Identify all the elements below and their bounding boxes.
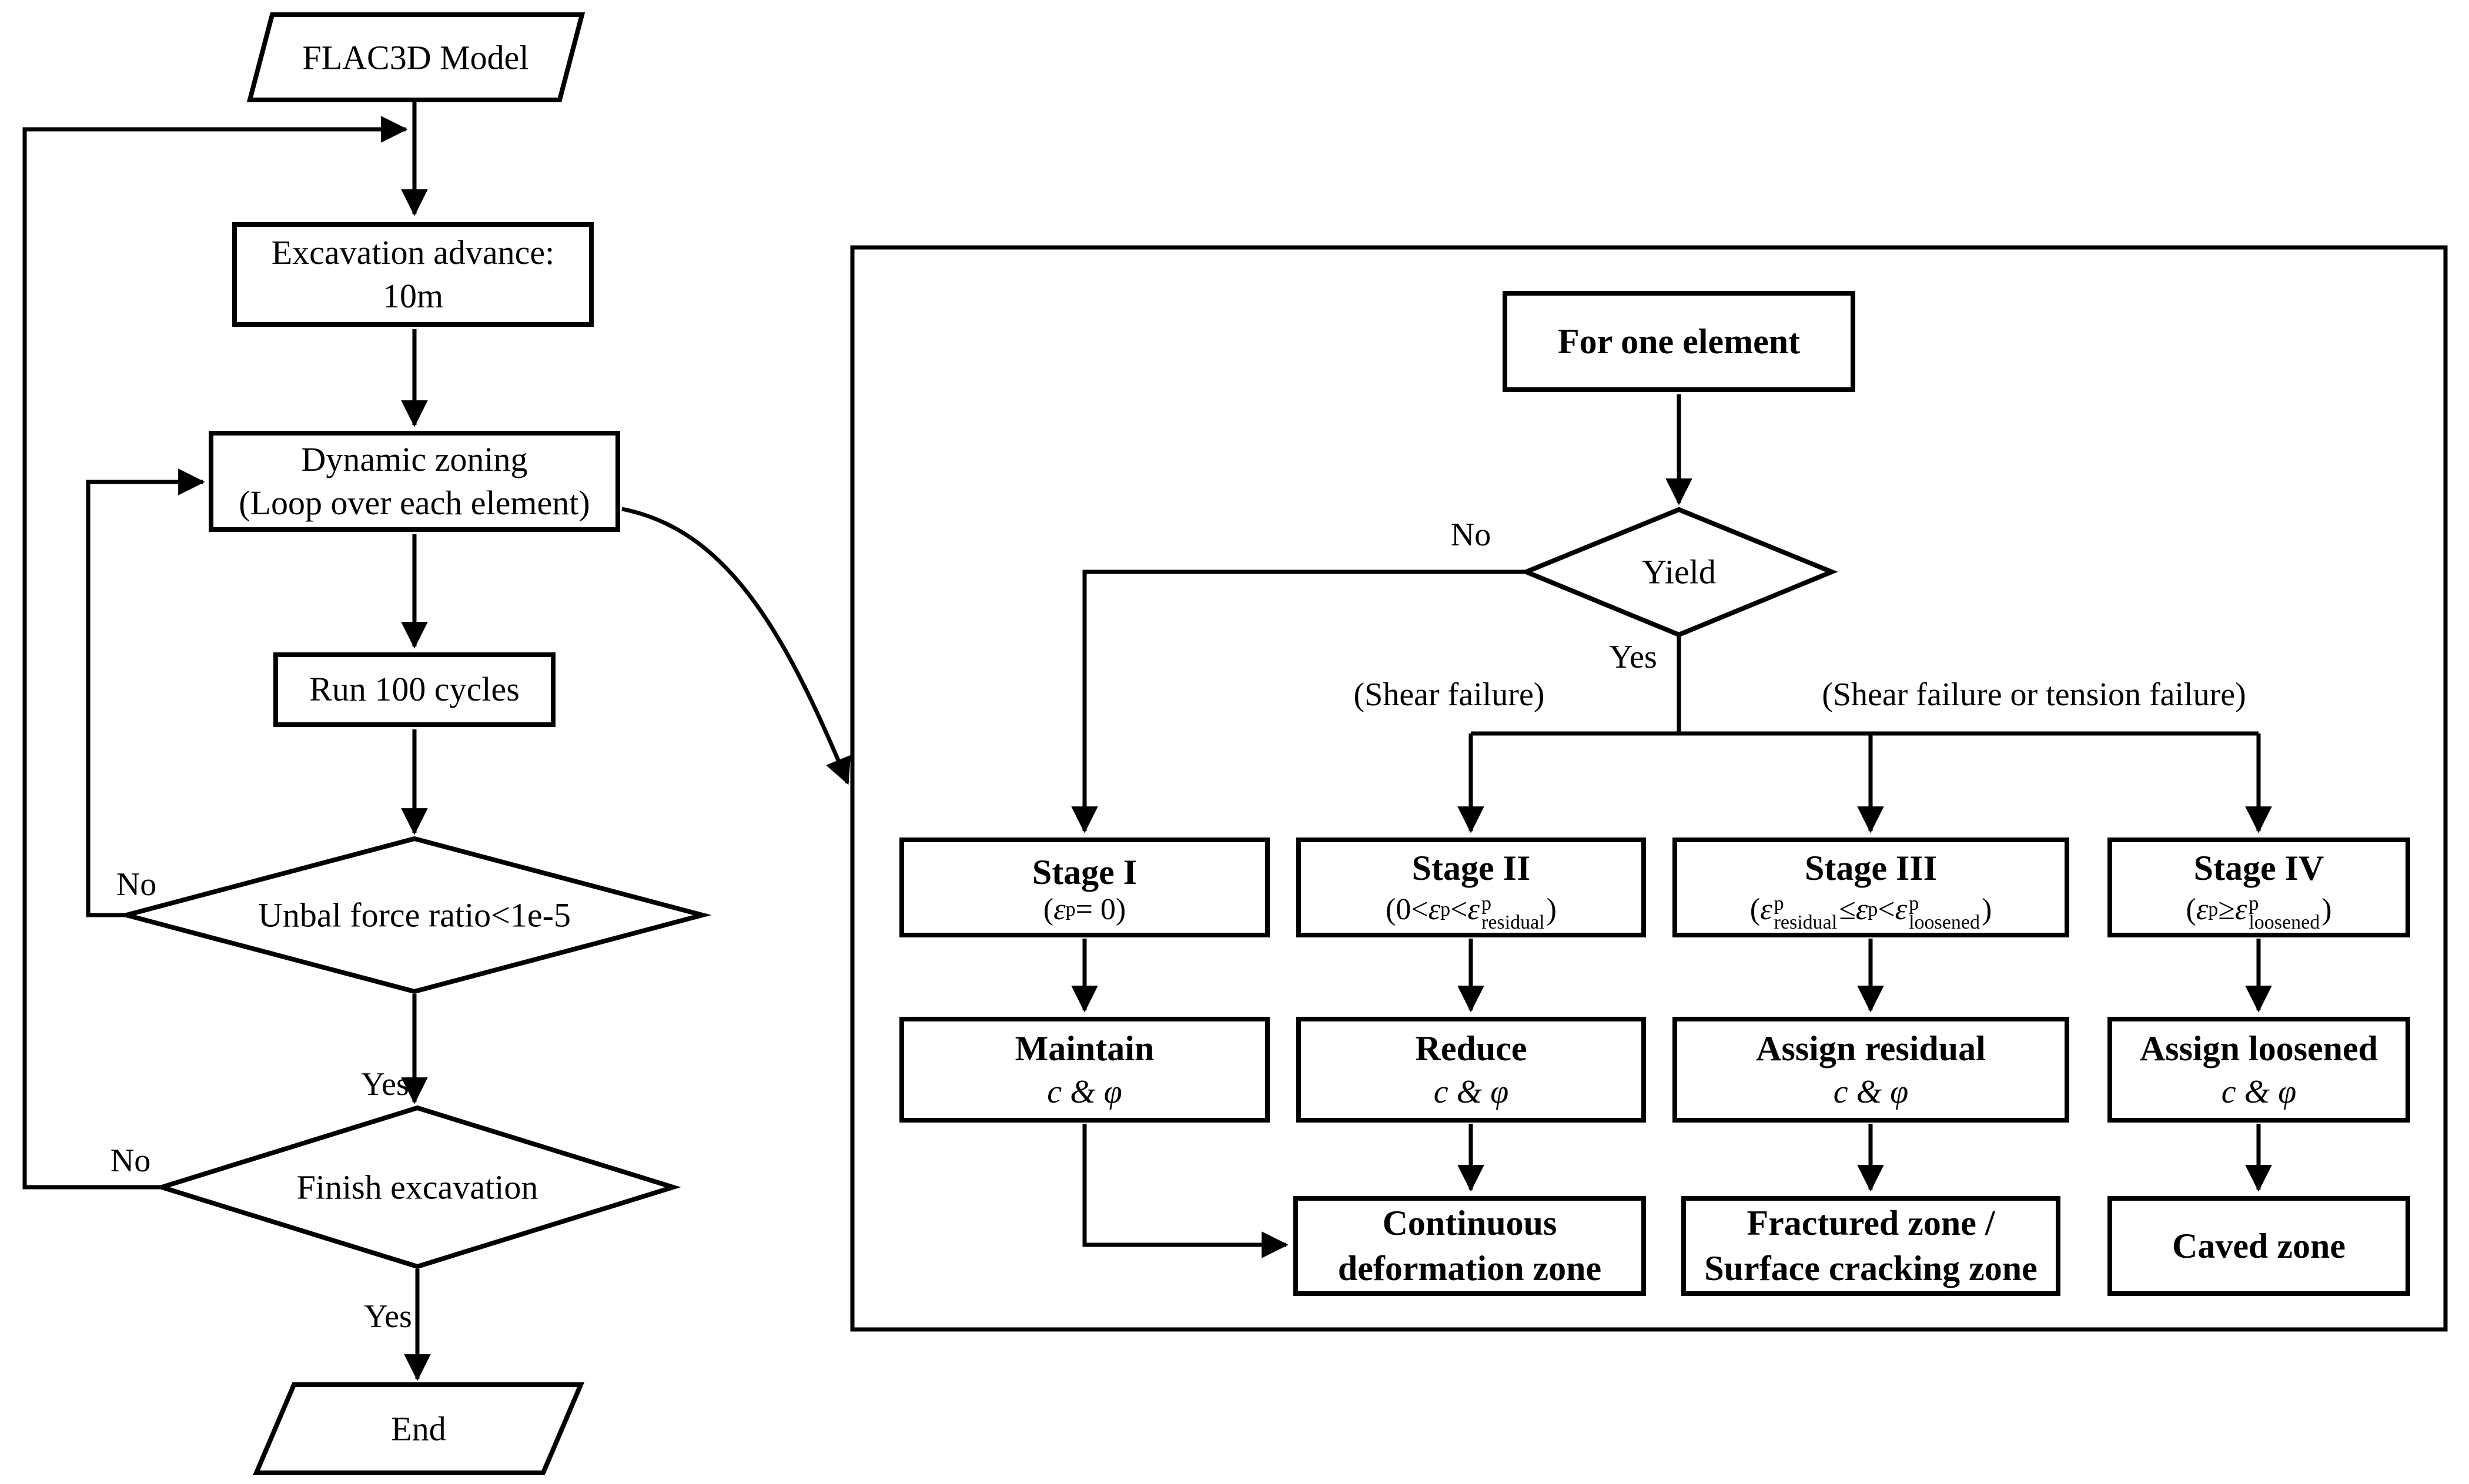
reduce-line1: Reduce: [1415, 1029, 1527, 1068]
excavation-advance-box: Excavation advance: 10m: [232, 222, 594, 327]
stage2-title: Stage II: [1411, 849, 1531, 888]
shear-or-tension-label: (Shear failure or tension failure): [1822, 676, 2246, 713]
continuous-zone-box: Continuous deformation zone: [1293, 1196, 1646, 1296]
end-parallelogram: [252, 1382, 585, 1475]
fractured-zone-line1: Fractured zone /: [1747, 1204, 1995, 1243]
arrow-maintain-elbow-to-zone1: [1082, 1124, 1289, 1258]
unbal-yes-label: Yes: [361, 1066, 409, 1103]
shear-failure-label: (Shear failure): [1353, 676, 1545, 713]
arrow-finish-no-feedback: [22, 116, 408, 1190]
start-parallelogram: [246, 12, 586, 102]
assign-loosened-line1: Assign loosened: [2139, 1029, 2378, 1068]
zoning-line1: Dynamic zoning: [301, 440, 528, 478]
reduce-box: Reduce c & φ: [1296, 1017, 1646, 1123]
start-node-label: FLAC3D Model: [302, 38, 529, 77]
yield-diamond: [1520, 507, 1838, 638]
end-node-label: End: [391, 1409, 446, 1448]
excavation-line1: Excavation advance:: [271, 233, 555, 272]
yield-yes-label: Yes: [1609, 639, 1657, 675]
assign-residual-box: Assign residual c & φ: [1672, 1017, 2069, 1123]
caved-zone-box: Caved zone: [2107, 1196, 2410, 1296]
continuous-zone-line1: Continuous: [1382, 1204, 1557, 1243]
finish-no-label: No: [110, 1143, 151, 1179]
stage4-title: Stage IV: [2193, 849, 2324, 888]
arrow-yield-no-to-stage1: [1071, 570, 1526, 833]
arrow-unbal-no-feedback: [86, 468, 205, 917]
assign-residual-line1: Assign residual: [1756, 1029, 1986, 1068]
unbal-diamond: [117, 836, 712, 994]
dynamic-zoning-box: Dynamic zoning (Loop over each element): [209, 431, 620, 532]
fractured-zone-line2: Surface cracking zone: [1704, 1249, 2038, 1288]
reduce-line2: c & φ: [1433, 1073, 1509, 1110]
stage1-title: Stage I: [1032, 852, 1138, 892]
maintain-line2: c & φ: [1047, 1073, 1122, 1110]
unbal-decision-label: Unbal force ratio<1e-5: [258, 896, 571, 934]
finish-decision-label: Finish excavation: [296, 1168, 538, 1207]
stage3-title: Stage III: [1804, 849, 1938, 888]
assign-loosened-box: Assign loosened c & φ: [2107, 1017, 2410, 1123]
finish-yes-label: Yes: [364, 1298, 412, 1335]
maintain-box: Maintain c & φ: [899, 1017, 1270, 1123]
yield-decision-label: Yield: [1642, 552, 1716, 591]
run-cycles-label: Run 100 cycles: [309, 670, 520, 709]
continuous-zone-line2: deformation zone: [1337, 1249, 1602, 1288]
assign-residual-line2: c & φ: [1833, 1073, 1909, 1110]
arrow-zoning-to-panel-curve: [621, 507, 851, 785]
for-one-element-box: For one element: [1503, 291, 1855, 392]
maintain-line1: Maintain: [1015, 1029, 1155, 1068]
for-one-element-label: For one element: [1557, 321, 1801, 361]
assign-loosened-line2: c & φ: [2221, 1073, 2297, 1110]
finish-diamond: [153, 1105, 681, 1269]
fractured-zone-box: Fractured zone / Surface cracking zone: [1681, 1196, 2060, 1296]
yield-no-label: No: [1450, 517, 1491, 553]
right-panel-frame: [850, 245, 2448, 1332]
unbal-no-label: No: [116, 866, 157, 903]
zoning-line2: (Loop over each element): [239, 484, 590, 522]
caved-zone-line1: Caved zone: [2172, 1226, 2346, 1265]
run-cycles-box: Run 100 cycles: [273, 652, 556, 727]
excavation-line2: 10m: [382, 277, 444, 315]
